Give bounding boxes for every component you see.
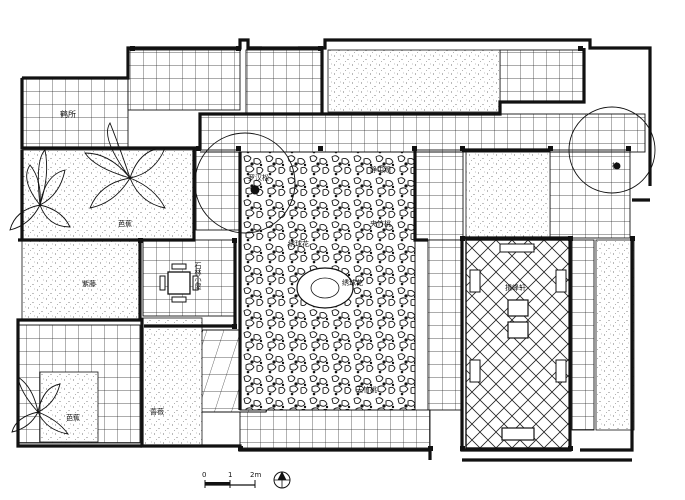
column	[236, 46, 241, 51]
northeast-garden	[327, 49, 501, 113]
rockery-pond-inner	[310, 277, 340, 299]
label-luohan-song: 罗汉松	[248, 173, 269, 182]
west-pavilion-floor	[195, 149, 241, 231]
zi-teng-garden	[21, 239, 141, 321]
northeast-room-floor	[499, 49, 585, 103]
zhi-yi-xuan-floor	[465, 239, 571, 449]
zhi-yi-xuan-hall	[465, 239, 571, 449]
label-shi-lin-xiao-wu: 石林小屋	[194, 262, 202, 291]
column	[196, 146, 201, 151]
elm-trunk	[613, 162, 621, 170]
column	[138, 238, 143, 243]
label-he-suo: 鹤所	[60, 109, 76, 119]
label-yu: 榆	[612, 161, 619, 170]
column	[460, 446, 465, 451]
column	[568, 236, 573, 241]
stone-stool-w	[159, 275, 166, 291]
banana-plant-west	[9, 149, 71, 231]
column	[236, 146, 241, 151]
column	[630, 236, 635, 241]
hall-bench-north	[499, 243, 535, 253]
luohan-pine-trunk	[250, 185, 260, 195]
label-xiu-qiu-hua-1: 绣球花	[288, 239, 309, 248]
east-garden-strip	[465, 151, 551, 239]
southwest-inner-garden	[39, 371, 99, 443]
center-east-corridor	[427, 239, 463, 411]
column	[232, 238, 237, 243]
label-xiu-qiu-hua-2: 绣球花	[342, 278, 363, 287]
scale-tick-1: 1	[228, 471, 232, 479]
garden-areas	[21, 49, 635, 447]
column	[318, 46, 323, 51]
shi-lin-table-set	[159, 263, 199, 303]
column	[318, 146, 323, 151]
west-court-garden	[21, 149, 195, 241]
column	[412, 146, 417, 151]
hall-table-2	[507, 321, 529, 339]
column	[568, 446, 573, 451]
stone-table	[167, 271, 191, 295]
hall-seat-west-1	[469, 269, 481, 293]
column	[232, 324, 237, 329]
column	[460, 146, 465, 151]
hall-table-1	[507, 299, 529, 317]
column	[460, 236, 465, 241]
label-zhi-yi-xuan: 揖峰轩	[505, 283, 526, 292]
north-corridor-floor	[127, 49, 241, 111]
column	[130, 46, 135, 51]
scale-tick-0: 0	[202, 471, 206, 479]
column	[578, 46, 583, 51]
far-east-garden	[595, 239, 635, 431]
south-corridor-floor	[239, 409, 431, 449]
label-ba-jiao-lower: 芭蕉	[66, 413, 80, 422]
label-tian-zhu-lower: 天竹桃	[356, 385, 377, 394]
column	[548, 146, 553, 151]
elm-canopy	[568, 106, 656, 194]
banana-plant-center-west	[84, 122, 166, 209]
columns	[130, 46, 635, 451]
jing-zhong-guan-floor	[414, 149, 464, 241]
scale-bar: 0 1 2m	[202, 471, 261, 488]
hall-seat-west-2	[469, 359, 481, 383]
rockery-pond	[296, 267, 354, 309]
main-east-west-corridor	[199, 113, 646, 153]
north-arrow	[273, 471, 291, 489]
north-arrow-icon	[274, 471, 290, 488]
stone-stool-s	[171, 296, 187, 303]
column	[428, 446, 433, 451]
label-jing-zhong-guan: 静中观	[370, 165, 391, 174]
column	[238, 446, 243, 451]
plant-symbols	[9, 122, 621, 435]
east-side-strip	[571, 239, 595, 431]
hall-seat-east-2	[555, 359, 567, 383]
hall-seat-east-1	[555, 269, 567, 293]
he-suo-hall-floor	[21, 77, 129, 149]
stone-stool-e	[192, 275, 199, 291]
hall-bench-south	[501, 427, 535, 441]
room-labels: 鹤所 罗汉松 静中观 夹竹桃 芭蕉 绣球花 绣球花 揖峰轩 紫藤 石林小屋 芭蕉…	[60, 109, 619, 422]
label-ba-jiao-upper: 芭蕉	[118, 219, 132, 228]
scale-bar-filled-segment	[205, 482, 230, 485]
column	[626, 146, 631, 151]
scale-tick-2: 2m	[250, 471, 261, 479]
label-jia-zhu-tao: 夹竹桃	[370, 219, 391, 228]
north-court-floor	[245, 49, 323, 115]
label-zi-teng: 紫藤	[82, 279, 96, 288]
southwest-garden	[141, 317, 203, 447]
stone-stool-n	[171, 263, 187, 270]
label-nai-dong: 蔷薇	[150, 407, 164, 416]
